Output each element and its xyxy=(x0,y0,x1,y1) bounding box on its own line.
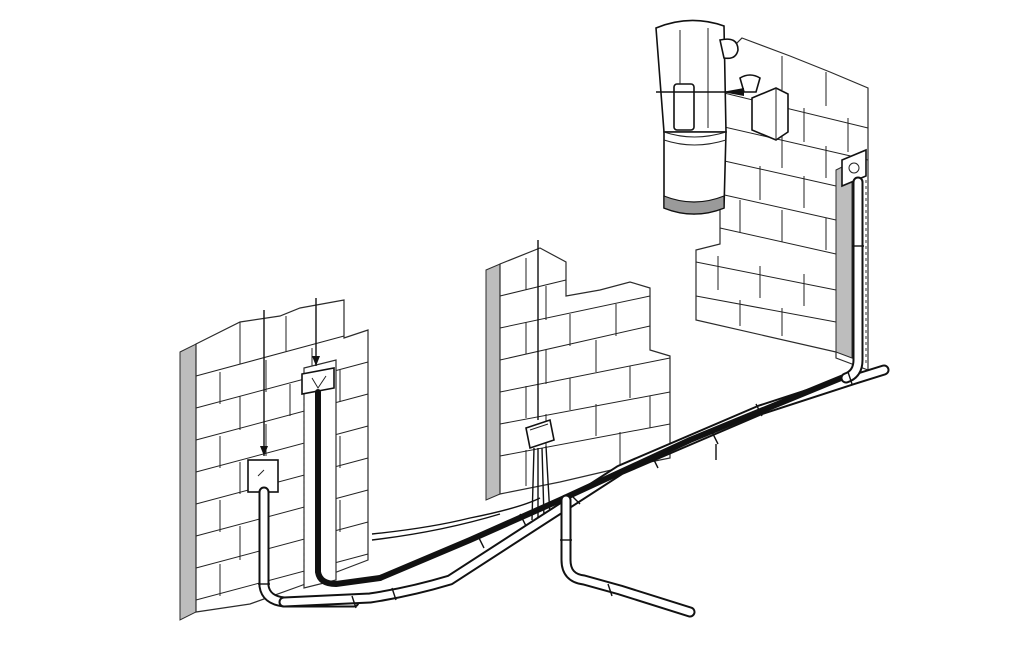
electrical-box-icon xyxy=(525,418,555,450)
exhaust-port-icon xyxy=(656,74,789,141)
right-brick-wall xyxy=(695,37,869,371)
low-voltage-wires xyxy=(260,240,551,541)
vacuum-pipe-network xyxy=(258,176,890,618)
wall-inlet-valve-icon xyxy=(301,367,335,395)
central-vacuum-canister-icon xyxy=(655,19,739,215)
